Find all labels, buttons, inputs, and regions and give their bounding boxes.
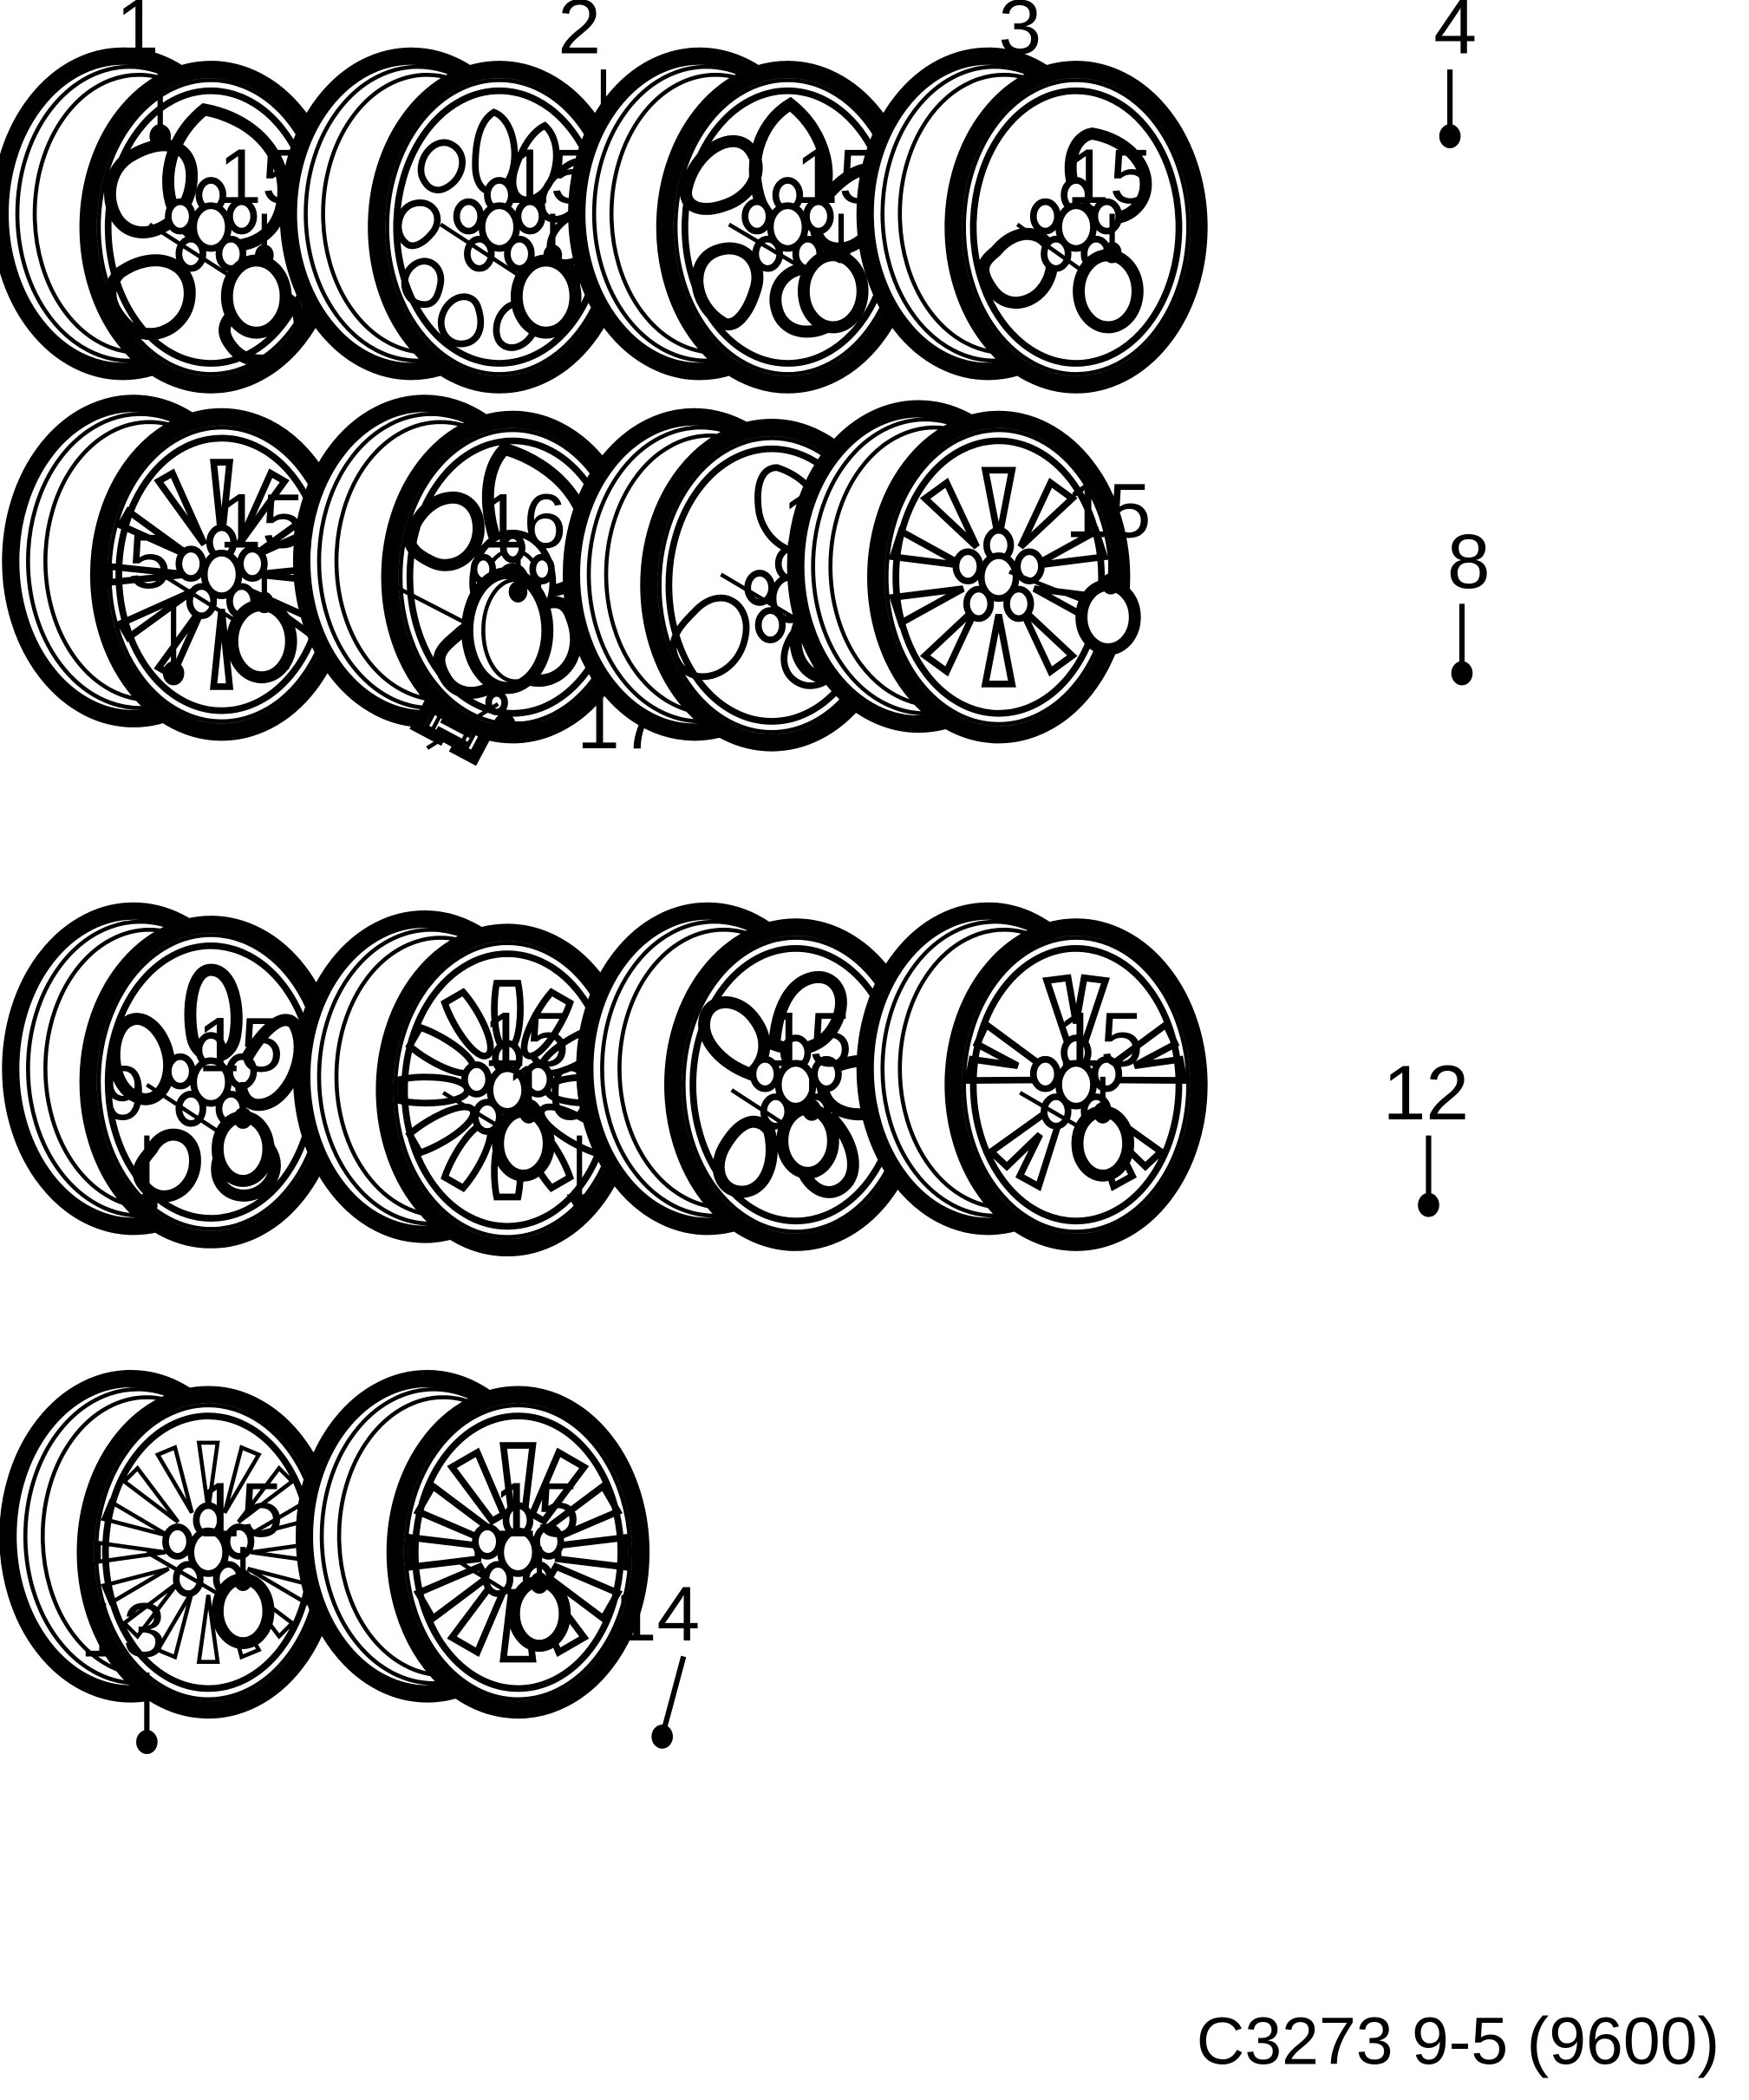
leader-line-13 (136, 1672, 158, 1754)
wheel-assembly-4[interactable]: 4 15 (865, 0, 1477, 385)
wheel-assembly-12[interactable]: 12 15 (865, 911, 1469, 1242)
leader-line-9 (136, 1135, 158, 1217)
callout-number-1: 1 (116, 0, 160, 70)
callout-number-14: 14 (614, 1570, 700, 1657)
tyre-valve-17[interactable] (409, 696, 499, 766)
callout-number-2: 2 (558, 0, 601, 70)
callout-number-15-row4-b: 15 (493, 1466, 579, 1553)
leader-line-15-4 (1102, 213, 1122, 264)
wheel-assembly-8[interactable]: 8 15 (796, 408, 1491, 734)
callout-number-15-row3-b: 15 (483, 995, 569, 1082)
center-cap-15-for-2[interactable] (439, 222, 582, 339)
callout-number-16: 16 (480, 478, 566, 564)
center-cover-16[interactable] (386, 567, 554, 695)
center-cap-15-for-11[interactable] (730, 1088, 839, 1179)
callout-number-15-row3-c: 15 (766, 995, 852, 1082)
leader-line-15-12 (1093, 1076, 1113, 1124)
callout-number-15-row2-d: 15 (1065, 466, 1151, 553)
drawing-footer-code: C3273 9-5 (9600) (1197, 2004, 1720, 2078)
leader-line-15-5 (255, 558, 274, 614)
center-cap-15-for-10[interactable] (441, 1091, 555, 1182)
leader-line-15-13 (233, 1547, 253, 1591)
leader-line-15-8 (1101, 547, 1120, 595)
callout-number-15-row3-d: 15 (1057, 995, 1143, 1082)
leader-line-15-9 (233, 1081, 253, 1129)
wheel-assembly-9[interactable]: 9 15 (10, 911, 334, 1240)
leader-line-15-14 (530, 1547, 549, 1595)
leader-line-15-1 (255, 213, 274, 266)
center-cap-15-for-14[interactable] (455, 1558, 571, 1653)
leader-line-8 (1451, 603, 1473, 686)
leader-line-15-3 (832, 213, 851, 264)
leader-line-15-2 (543, 213, 563, 266)
leader-line-4 (1439, 69, 1461, 149)
callout-number-4: 4 (1433, 0, 1477, 70)
callout-number-12: 12 (1383, 1049, 1469, 1136)
callout-number-9: 9 (102, 1049, 146, 1136)
wheel-assembly-14[interactable]: 14 15 (304, 1379, 700, 1749)
leader-line-17 (493, 713, 566, 735)
leader-line-10 (566, 1135, 592, 1216)
callout-number-15-row1-d: 15 (1067, 133, 1152, 219)
callout-number-15-row3-a: 15 (197, 1001, 283, 1088)
callout-number-15-row2-a: 15 (219, 478, 304, 564)
wheel-assembly-10[interactable]: 10 15 (302, 919, 630, 1248)
leader-line-15-11 (802, 1076, 821, 1121)
wheel-assembly-13[interactable]: 13 15 (8, 1379, 331, 1754)
leader-line-1 (149, 69, 172, 149)
callout-number-5: 5 (128, 518, 172, 604)
callout-number-13: 13 (80, 1586, 166, 1673)
leader-line-12 (1418, 1135, 1439, 1217)
leader-line-14 (651, 1655, 687, 1749)
callout-number-15-row4-a: 15 (197, 1466, 283, 1553)
leader-line-15-10 (519, 1076, 538, 1124)
wheel-assembly-5[interactable]: 5 15 (10, 403, 344, 732)
leader-line-16 (508, 558, 528, 603)
callout-number-8: 8 (1447, 518, 1491, 604)
leader-line-5 (162, 603, 185, 686)
